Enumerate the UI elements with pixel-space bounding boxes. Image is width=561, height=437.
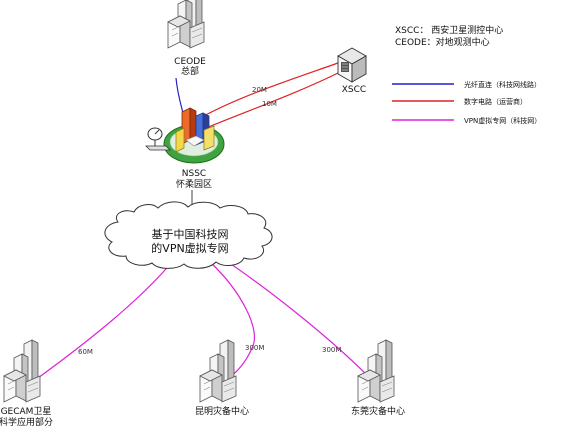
cloud-label-line1: 基于中国科技网 bbox=[152, 227, 229, 241]
dongguan-label: 东莞灾备中心 bbox=[351, 405, 405, 417]
vpn-cloud bbox=[104, 201, 273, 269]
gecam-sublabel: 科学应用部分 bbox=[0, 416, 53, 428]
circuit-link-20m bbox=[199, 62, 339, 119]
cloud-label-line2: 的VPN虚拟专网 bbox=[151, 241, 228, 255]
legend-ceode: CEODE：对地观测中心 bbox=[395, 36, 490, 48]
kunming-building-icon bbox=[199, 339, 237, 403]
legend-fiber-label: 光纤直连（科技网线路） bbox=[464, 80, 541, 89]
nssc-sublabel: 怀柔园区 bbox=[176, 178, 212, 190]
vpn-kunming-label: 300M bbox=[245, 344, 264, 352]
vpn-link-gecam bbox=[37, 261, 173, 379]
server-icon bbox=[337, 47, 367, 83]
kunming-label: 昆明灾备中心 bbox=[195, 405, 249, 417]
legend-circuit-label: 数字电路（运营商） bbox=[464, 97, 527, 106]
ceode-sublabel: 总部 bbox=[181, 65, 199, 77]
vpn-dongguan-label: 300M bbox=[322, 346, 341, 354]
vpn-link-dongguan bbox=[221, 257, 371, 379]
nssc-campus-icon bbox=[163, 107, 225, 164]
link-20m-label: 20M bbox=[252, 86, 267, 94]
ceode-building-icon bbox=[167, 0, 205, 49]
gecam-label: GECAM卫星 bbox=[1, 406, 52, 417]
ceode-label: CEODE bbox=[174, 57, 206, 67]
vpn-gecam-label: 60M bbox=[78, 348, 93, 356]
satellite-dish-icon bbox=[145, 127, 171, 151]
legend-xscc: XSCC： 西安卫星测控中心 bbox=[395, 24, 503, 36]
circuit-link-10m bbox=[205, 71, 341, 129]
vpn-link-kunming bbox=[209, 261, 256, 381]
xscc-label: XSCC bbox=[342, 85, 366, 95]
gecam-building-icon bbox=[3, 339, 41, 403]
nssc-label: NSSC bbox=[182, 169, 206, 179]
legend-vpn-label: VPN虚拟专网（科技网） bbox=[464, 116, 541, 125]
link-10m-label: 10M bbox=[262, 100, 277, 108]
